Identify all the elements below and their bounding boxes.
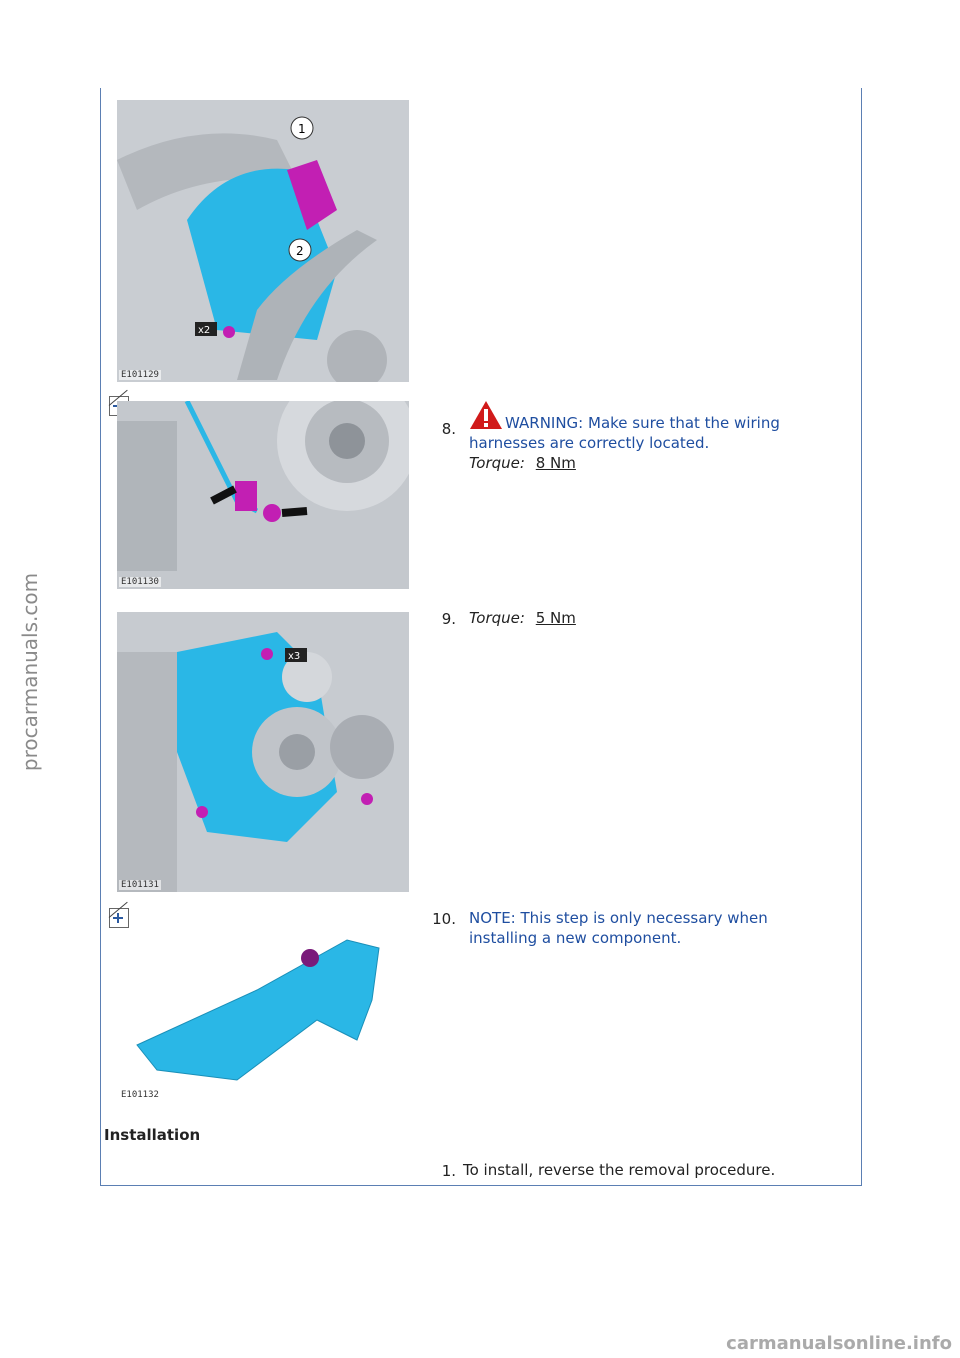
side-watermark: procarmanuals.com bbox=[18, 572, 42, 772]
step-10-note: NOTE: This step is only necessary when i… bbox=[469, 909, 768, 947]
warning-text: WARNING: Make sure that the wiring harne… bbox=[469, 400, 819, 453]
callout-1: 1 bbox=[298, 122, 306, 136]
engine-diagram bbox=[117, 401, 409, 589]
step-number: 9. bbox=[441, 610, 456, 628]
step-8: WARNING: Make sure that the wiring harne… bbox=[469, 400, 819, 473]
quantity-label: x3 bbox=[288, 651, 300, 662]
illustration-e101130: E101130 bbox=[117, 401, 409, 589]
component-diagram bbox=[136, 939, 380, 1081]
image-caption: E101130 bbox=[119, 577, 161, 587]
torque-label: Torque: bbox=[469, 609, 525, 627]
torque-value: 5 Nm bbox=[535, 609, 576, 627]
image-caption: E101132 bbox=[119, 1090, 161, 1100]
warning-icon bbox=[470, 401, 502, 429]
installation-step: To install, reverse the removal procedur… bbox=[463, 1161, 776, 1179]
illustration-e101129: 1 2 x2 E101129 bbox=[117, 100, 409, 382]
quantity-label: x2 bbox=[198, 325, 210, 336]
zoom-icon[interactable] bbox=[108, 901, 129, 928]
engine-diagram: 1 2 x2 bbox=[117, 100, 409, 382]
illustration-e101131: x3 E101131 bbox=[117, 612, 409, 892]
step-9: Torque: 5 Nm bbox=[469, 608, 819, 628]
step-number: 10. bbox=[432, 910, 456, 928]
step-number: 1. bbox=[441, 1162, 456, 1180]
torque-value: 8 Nm bbox=[535, 454, 576, 472]
engine-diagram: x3 bbox=[117, 612, 409, 892]
torque-label: Torque: bbox=[469, 454, 525, 472]
footer-watermark: carmanualsonline.info bbox=[726, 1333, 952, 1354]
image-caption: E101131 bbox=[119, 880, 161, 890]
callout-2: 2 bbox=[296, 244, 304, 258]
warning-message: WARNING: Make sure that the wiring harne… bbox=[469, 414, 780, 452]
image-caption: E101129 bbox=[119, 370, 161, 380]
page-frame bbox=[100, 88, 862, 1186]
section-heading: Installation bbox=[104, 1126, 201, 1144]
illustration-e101132: E101132 bbox=[117, 930, 409, 1102]
step-number: 8. bbox=[441, 420, 456, 438]
